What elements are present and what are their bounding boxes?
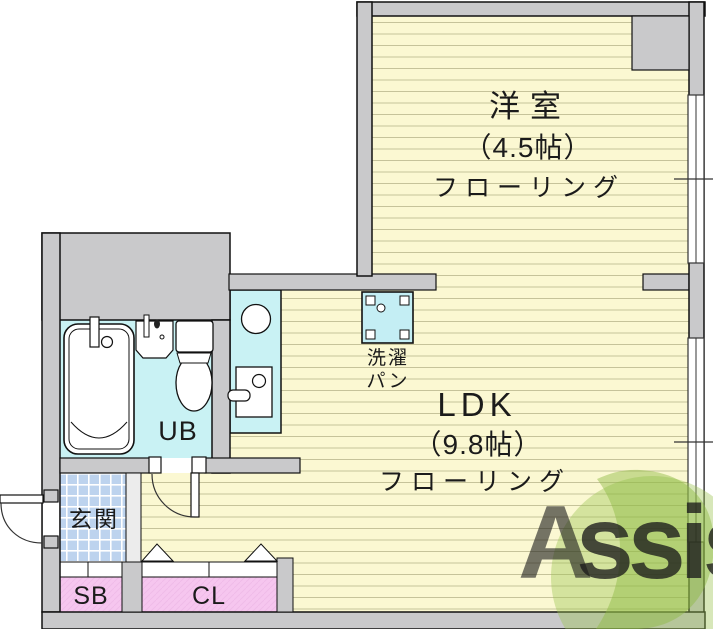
ldk-floor bbox=[230, 290, 689, 612]
kitchen-sink bbox=[240, 303, 272, 335]
wall-pillar-notch bbox=[631, 15, 690, 71]
pan-drain bbox=[376, 303, 386, 313]
entrance-door bbox=[0, 494, 44, 544]
stove-burner bbox=[251, 373, 267, 389]
bathtub-bottom-curve bbox=[70, 421, 128, 439]
wall-room-divider-stub bbox=[642, 273, 690, 291]
wall-outer-top bbox=[356, 1, 706, 17]
bathtub-faucet bbox=[89, 316, 100, 348]
logo-leaf bbox=[596, 469, 713, 629]
bathtub-drain bbox=[100, 335, 114, 349]
wall-western-left bbox=[356, 1, 373, 277]
ldk-name: LDK bbox=[437, 386, 516, 423]
closet-label: CL bbox=[192, 582, 226, 610]
entrance-door-panel bbox=[0, 494, 44, 504]
closet-folding-doors bbox=[140, 543, 279, 562]
entrance-label: 玄関 bbox=[69, 506, 119, 532]
entrance-area bbox=[59, 472, 127, 563]
wall-ub-bottom-right bbox=[204, 457, 301, 474]
assist-logo-watermark: A ssist bbox=[518, 469, 713, 629]
ldk-window bbox=[674, 337, 713, 543]
shoe-box-door-right bbox=[87, 561, 123, 578]
unit-bath-door bbox=[148, 456, 207, 518]
logo-letters-rest: ssist bbox=[576, 485, 713, 601]
washing-machine-pan bbox=[361, 291, 414, 344]
laundry-pan-label-1: 洗濯 bbox=[367, 347, 409, 369]
toilet bbox=[175, 320, 214, 412]
toilet-tank bbox=[175, 320, 214, 353]
wall-ldk-top bbox=[228, 273, 437, 291]
ub-door-panel bbox=[190, 472, 200, 518]
logo-circle bbox=[551, 476, 713, 629]
logo-letter-a: A bbox=[518, 485, 593, 601]
kitchen-fixtures bbox=[227, 303, 273, 418]
shoe-box-door-left bbox=[59, 561, 89, 578]
vanity-sink bbox=[135, 314, 174, 359]
shoe-box-label: SB bbox=[73, 582, 108, 610]
vanity-faucet bbox=[143, 314, 150, 338]
entrance-opening bbox=[43, 502, 59, 536]
western-room-size: （4.5帖） bbox=[464, 132, 593, 163]
western-room-flooring: フローリング bbox=[433, 174, 625, 202]
vanity-drain bbox=[159, 334, 165, 340]
wall-outer-bottom bbox=[41, 611, 706, 629]
entrance-jamb-top bbox=[43, 489, 59, 503]
fold-door-triangle-left bbox=[140, 543, 175, 562]
wall-bath-right bbox=[211, 319, 231, 474]
bathtub bbox=[63, 316, 135, 455]
fold-door-triangle-right bbox=[243, 543, 279, 562]
closet-door-left bbox=[141, 561, 210, 578]
wall-entrance-divider bbox=[125, 472, 142, 563]
ub-door-swing-arc bbox=[151, 473, 196, 518]
wall-bath-block bbox=[41, 232, 231, 321]
wall-ub-bottom-left bbox=[59, 457, 152, 474]
wall-sb-cl-divider bbox=[121, 561, 143, 613]
closet-door-right bbox=[208, 561, 278, 578]
ldk-size: （9.8帖） bbox=[414, 429, 543, 460]
unit-bath-label: UB bbox=[158, 416, 198, 446]
vanity-tap bbox=[154, 319, 160, 329]
ldk-flooring: フローリング bbox=[379, 468, 571, 496]
ub-door-jamb-right bbox=[191, 456, 207, 474]
wall-closet-right bbox=[276, 557, 294, 613]
western-room-name: 洋室 bbox=[489, 89, 571, 124]
laundry-pan-label-2: パン bbox=[367, 371, 410, 392]
western-room-window bbox=[674, 94, 713, 264]
wall-outer-left bbox=[41, 232, 61, 613]
toilet-seat bbox=[176, 352, 212, 364]
entrance-jamb-bottom bbox=[43, 535, 59, 549]
ub-door-jamb-left bbox=[148, 456, 162, 474]
entrance-door-swing-arc bbox=[0, 502, 43, 544]
stove-handle bbox=[227, 389, 251, 402]
